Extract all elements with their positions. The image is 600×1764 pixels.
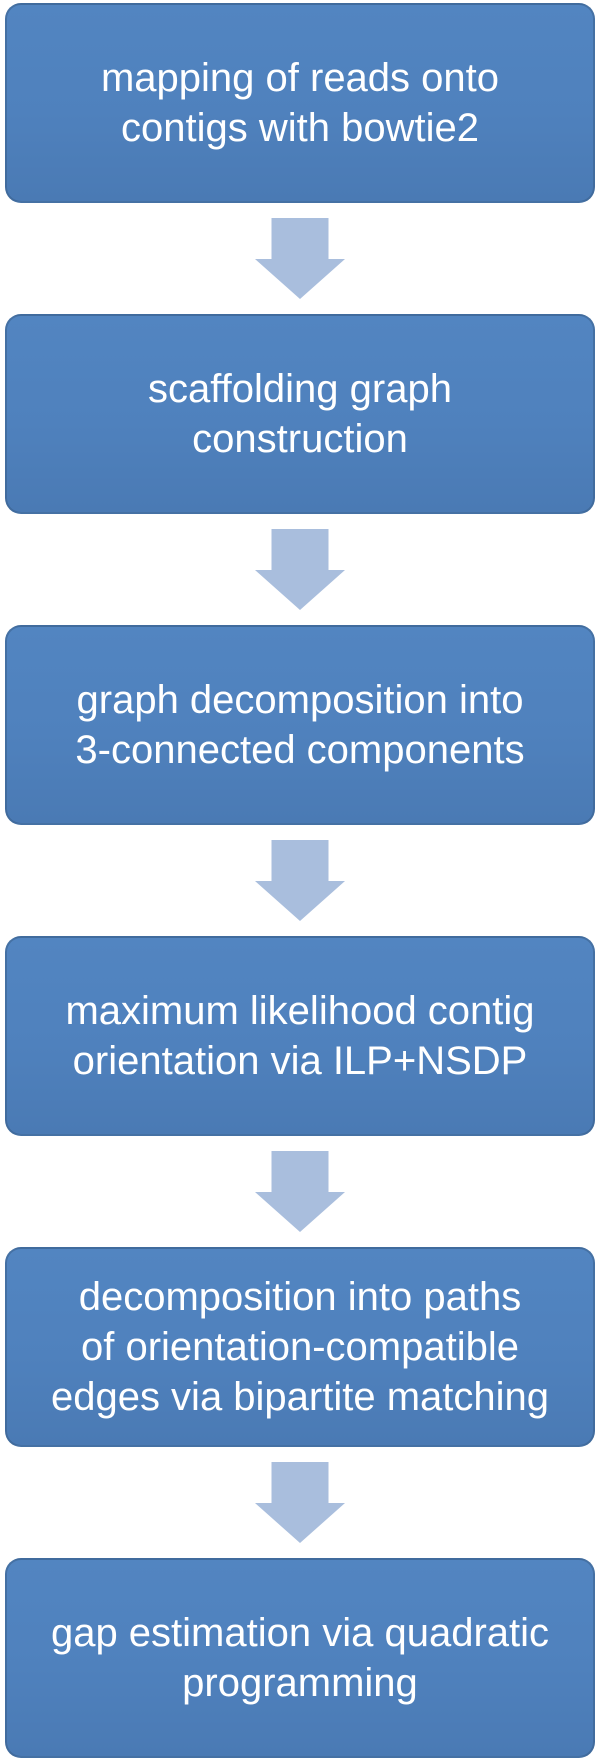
step-label-6: gap estimation via quadratic programming <box>50 1611 550 1705</box>
connector-5 <box>255 1447 345 1558</box>
step-label-1: mapping of reads onto contigs with bowti… <box>100 56 500 150</box>
step-box-6: gap estimation via quadratic programming <box>5 1558 595 1758</box>
connector-1 <box>255 203 345 314</box>
step-box-3: graph decomposition into 3-connected com… <box>5 625 595 825</box>
down-arrow-icon <box>255 840 345 921</box>
step-box-1: mapping of reads onto contigs with bowti… <box>5 3 595 203</box>
step-label-3: graph decomposition into 3-connected com… <box>75 678 525 772</box>
down-arrow-icon <box>255 1151 345 1232</box>
down-arrow-icon <box>255 1462 345 1543</box>
step-box-5: decomposition into paths of orientation-… <box>5 1247 595 1447</box>
step-label-2: scaffolding graph construction <box>148 367 452 461</box>
step-label-5: decomposition into paths of orientation-… <box>50 1275 550 1419</box>
connector-4 <box>255 1136 345 1247</box>
connector-2 <box>255 514 345 625</box>
step-box-4: maximum likelihood contig orientation vi… <box>5 936 595 1136</box>
down-arrow-icon <box>255 218 345 299</box>
down-arrow-icon <box>255 529 345 610</box>
step-label-4: maximum likelihood contig orientation vi… <box>65 989 535 1083</box>
step-box-2: scaffolding graph construction <box>5 314 595 514</box>
connector-3 <box>255 825 345 936</box>
